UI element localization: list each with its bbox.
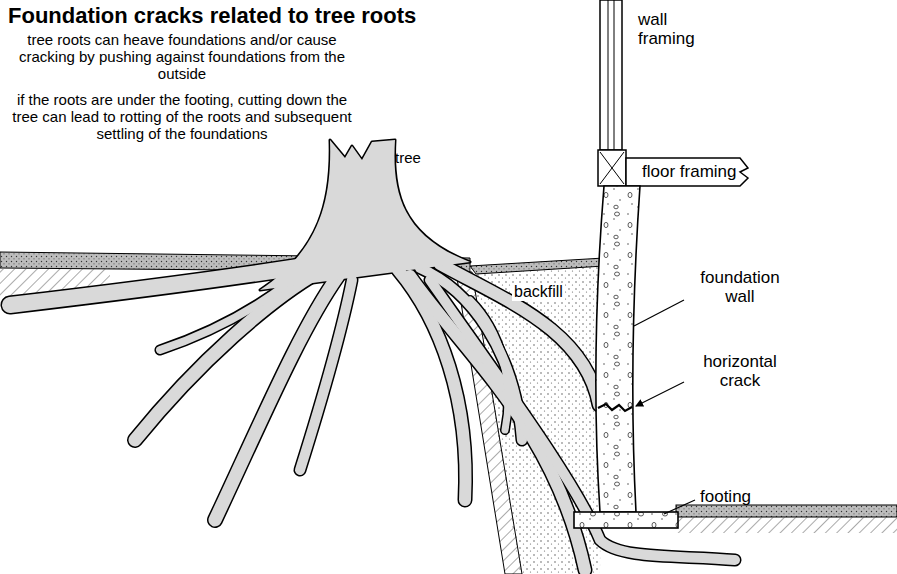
- tree-part: [430, 280, 735, 560]
- part-label: foundation wall: [690, 268, 790, 306]
- part-label: backfill: [512, 283, 565, 301]
- floor-joist: [626, 158, 748, 186]
- leader-line: [664, 500, 695, 514]
- tree: [10, 140, 735, 570]
- rim-joist: [600, 152, 624, 184]
- tree-part: [300, 280, 352, 470]
- ground-surface: [470, 258, 604, 274]
- note: tree roots can heave foundations and/or …: [12, 32, 352, 82]
- crack: [598, 404, 632, 411]
- tree-part: [410, 276, 585, 570]
- tree-part: [260, 140, 470, 290]
- note: if the roots are under the footing, cutt…: [12, 92, 352, 142]
- tree-part: [470, 300, 508, 430]
- foundation-wall: [596, 186, 640, 512]
- soil-hatch: [676, 517, 897, 533]
- part-label: horizontal crack: [690, 352, 790, 390]
- wall-stud: [600, 0, 622, 150]
- tree-part: [160, 282, 290, 350]
- wall-stud: [614, 0, 615, 150]
- tree-part: [300, 280, 352, 470]
- part-label: floor framing: [640, 162, 738, 181]
- leader-line: [636, 382, 684, 406]
- part-label: footing: [700, 487, 751, 506]
- title: Foundation cracks related to tree roots: [8, 4, 416, 29]
- tree-part: [430, 280, 735, 560]
- wall-stud: [608, 0, 609, 150]
- part-label: wall framing: [638, 10, 710, 48]
- part-label: tree: [383, 150, 433, 167]
- leader-line: [634, 300, 684, 326]
- rim-joist: [598, 150, 626, 186]
- floor-slab: [676, 505, 897, 517]
- footing: [574, 512, 678, 528]
